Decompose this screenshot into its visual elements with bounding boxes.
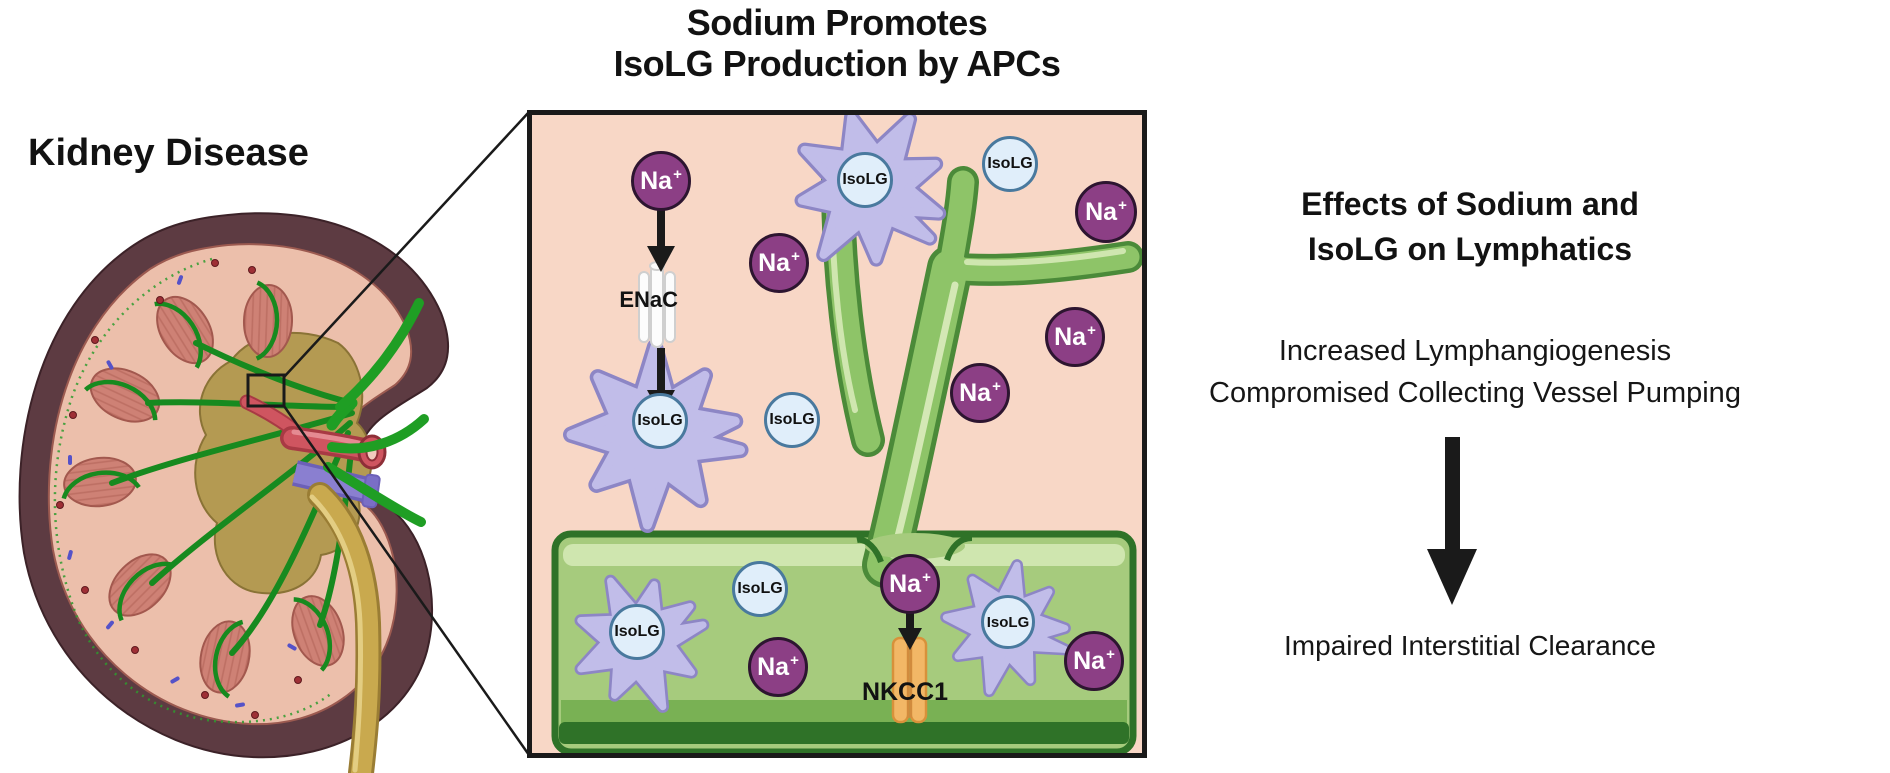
isolg-particle: IsoLG bbox=[982, 136, 1038, 192]
inset-graphics bbox=[532, 115, 1142, 753]
outcome-arrow-shaft bbox=[1444, 437, 1460, 549]
effects-findings: Increased Lymphangiogenesis Compromised … bbox=[1150, 330, 1800, 414]
isolg-particle: IsoLG bbox=[732, 561, 788, 617]
isolg-particle: IsoLG bbox=[764, 392, 820, 448]
lymphatic-tree bbox=[109, 340, 355, 656]
zoom-region-box bbox=[246, 373, 286, 408]
inset-panel: Na+ Na+ Na+ Na+ Na+ Na+ Na+ Na+ IsoLG Is… bbox=[527, 110, 1147, 758]
nkcc1-label: NKCC1 bbox=[861, 678, 949, 706]
vessel-junction bbox=[865, 533, 965, 559]
sodium-ion: Na+ bbox=[880, 554, 940, 614]
isolg-particle: IsoLG bbox=[609, 604, 665, 660]
inset-title-line1: Sodium Promotes bbox=[686, 2, 988, 43]
sodium-ion: Na+ bbox=[631, 151, 691, 211]
inset-title-line2: IsoLG Production by APCs bbox=[613, 43, 1061, 85]
ureter bbox=[307, 482, 382, 773]
sodium-ion: Na+ bbox=[1064, 631, 1124, 691]
junction-flare-right bbox=[944, 535, 973, 562]
lymphatic-fringe bbox=[53, 257, 333, 724]
outcome-arrow bbox=[1427, 437, 1477, 605]
effects-title-line2: IsoLG on Lymphatics bbox=[1307, 230, 1633, 267]
effects-title-line1: Effects of Sodium and bbox=[1301, 186, 1639, 222]
isolg-particle: IsoLG bbox=[981, 595, 1035, 649]
sodium-ion: Na+ bbox=[950, 363, 1010, 423]
connector-line-top bbox=[283, 111, 530, 378]
nkcc1-channel bbox=[891, 636, 928, 724]
hilum-lymphatic-vessels bbox=[323, 298, 429, 527]
isolg-particle: IsoLG bbox=[837, 152, 893, 208]
sodium-ion: Na+ bbox=[748, 637, 808, 697]
enac-channel bbox=[638, 261, 676, 348]
finding-vessel-pumping: Compromised Collecting Vessel Pumping bbox=[1209, 377, 1741, 410]
effects-title: Effects of Sodium and IsoLG on Lymphatic… bbox=[1245, 182, 1695, 272]
cortex-capillary-dots bbox=[56, 259, 302, 719]
finding-lymphangiogenesis: Increased Lymphangiogenesis bbox=[1278, 335, 1672, 367]
inset-title: Sodium Promotes IsoLG Production by APCs bbox=[517, 2, 1157, 85]
sodium-ion: Na+ bbox=[1075, 181, 1137, 243]
isolg-particle: IsoLG bbox=[632, 393, 688, 449]
kidney-disease-title: Kidney Disease bbox=[28, 132, 309, 174]
sodium-ion: Na+ bbox=[749, 233, 809, 293]
enac-label: ENaC bbox=[619, 287, 678, 312]
sodium-ion: Na+ bbox=[1045, 307, 1105, 367]
outcome-arrow-head bbox=[1427, 549, 1477, 605]
junction-flare-left bbox=[856, 536, 884, 564]
connector-line-bottom bbox=[282, 405, 531, 756]
outcome-text: Impaired Interstitial Clearance bbox=[1284, 630, 1656, 661]
kidney-illustration bbox=[18, 212, 450, 773]
